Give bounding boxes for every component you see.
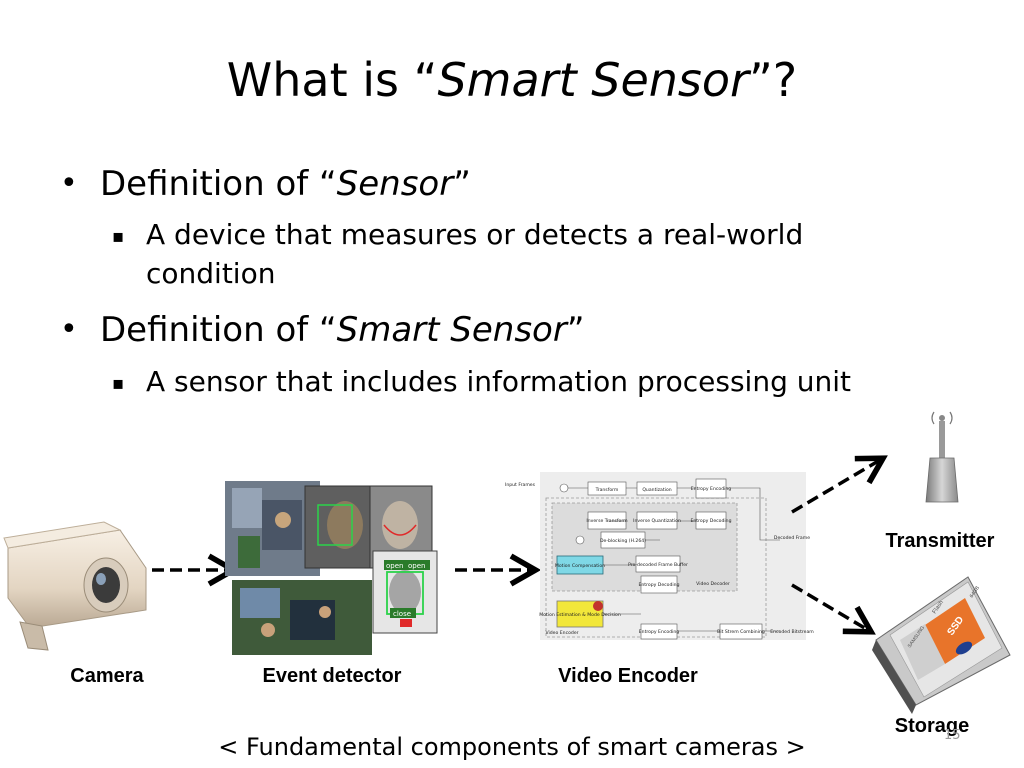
title-emphasis: Smart Sensor [437,53,749,107]
page-number: 15 [944,728,961,743]
sub-bullet-marker: ▪ [112,226,125,247]
ssd-icon [872,576,1011,714]
sub-bullet-line: condition [146,257,276,290]
sub-bullet-marker: ▪ [112,373,125,394]
bullet-text-emphasis: Sensor [336,164,454,204]
event-detector-image [225,481,438,655]
event-detector-label: Event detector [263,665,402,687]
enc-quantization: Quantization [642,487,671,493]
enc-bitstream-combining: Bit Strem Combining [717,629,765,635]
bullet-text: Definition of “Sensor” [100,162,471,206]
enc-entropy-decoding-2: Entropy Decoding [638,582,679,588]
enc-entropy-encoding-2: Entropy Encoding [639,629,680,635]
enc-entropy-encoding: Entropy Encoding [691,486,732,492]
tag-open-1: open [386,562,403,570]
video-encoder-diagram: Input Frames Transform Quantization Entr… [505,472,814,640]
video-encoder-label: Video Encoder [558,665,698,687]
antenna-icon [925,411,959,503]
enc-inverse-transform: Inverse Transform [586,518,628,524]
enc-motion-estimation: Motion Estimation & Mode Decision [539,612,621,618]
figure-caption: < Fundamental components of smart camera… [218,733,806,761]
enc-predecoded-buffer: Pre-decoded Frame Buffer [628,562,688,568]
enc-input-frames: Input Frames [505,482,536,488]
enc-deblocking: De-blocking (H.264) [600,538,646,544]
enc-decoded-frame: Decoded Frame [774,535,810,541]
bullet-marker: • [60,312,78,347]
bullet-text-suffix: ” [453,164,471,204]
transmitter-label: Transmitter [886,530,995,552]
sub-bullet-line: A device that measures or detects a real… [146,218,804,251]
sub-bullet-line: A sensor that includes information proce… [146,365,851,398]
enc-video-decoder: Video Decoder [696,581,730,587]
storage-label: Storage [895,715,969,737]
enc-inverse-quantization: Inverse Quantization [633,518,681,524]
camera-icon [3,521,147,651]
bullet-marker: • [60,166,78,201]
enc-encoded-bitstream: Encoded Bitstream [770,629,814,635]
enc-entropy-decoding: Entropy Decoding [690,518,731,524]
camera-label: Camera [70,665,144,687]
bullet-text-prefix: Definition of “ [100,310,337,350]
slide-title: What is “Smart Sensor”? [0,50,1024,110]
enc-video-encoder-area: Video Encoder [545,630,578,636]
bullet-text-emphasis: Smart Sensor [336,310,567,350]
enc-transform: Transform [595,487,619,493]
bullet-text-prefix: Definition of “ [100,164,337,204]
flow-arrow [791,583,876,635]
bullet-text: Definition of “Smart Sensor” [100,308,584,352]
title-prefix: What is “ [226,53,438,107]
enc-motion-compensation: Motion Compensation [555,563,605,569]
bullet-text-suffix: ” [566,310,585,350]
title-suffix: ”? [748,53,798,107]
tag-close: close [393,610,411,618]
tag-open-2: open [408,562,425,570]
